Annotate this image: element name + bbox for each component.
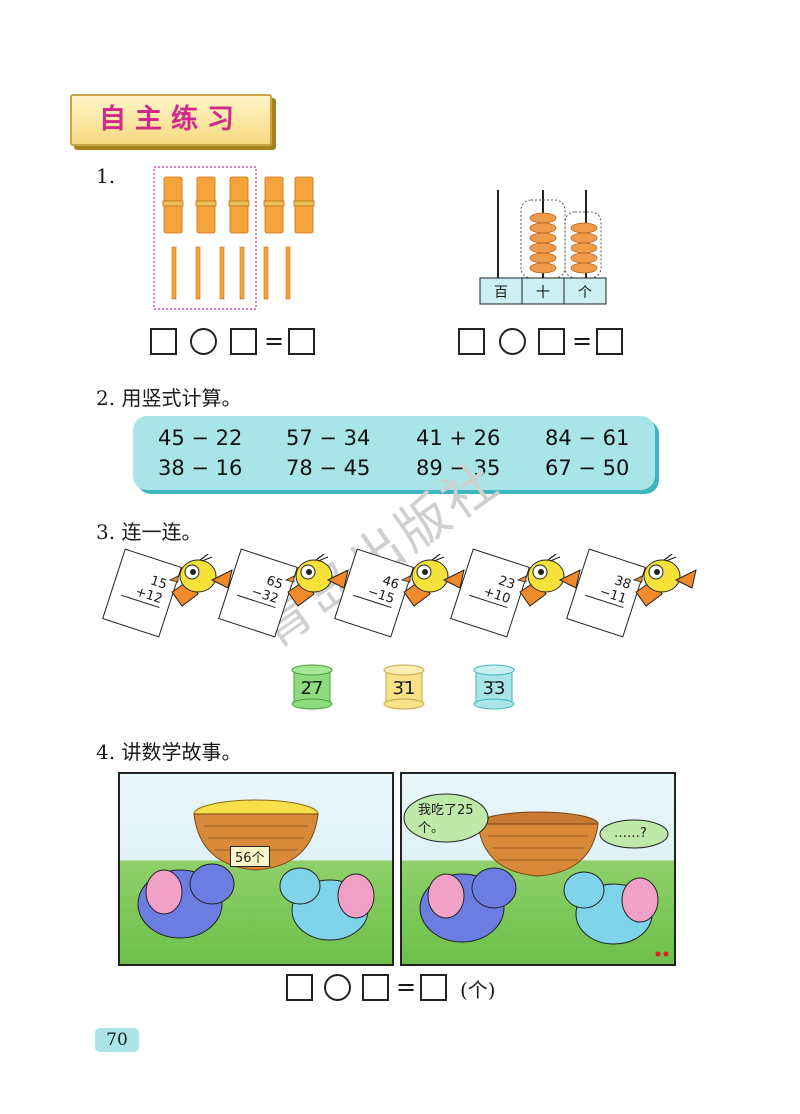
answer-box[interactable] <box>150 328 177 355</box>
operator-circle[interactable] <box>190 328 217 355</box>
answer-box[interactable] <box>286 974 313 1001</box>
answer-box[interactable] <box>420 974 447 1001</box>
equals-sign: = <box>572 327 593 355</box>
spool-value: 31 <box>392 678 416 699</box>
q4-title: 4. 讲数学故事。 <box>96 740 242 764</box>
answer-box[interactable] <box>230 328 257 355</box>
answer-box[interactable] <box>596 328 623 355</box>
abacus-labels: 百 十 个 <box>480 282 606 302</box>
question-bubble-text: ……? <box>614 826 647 841</box>
answer-spool[interactable]: 33 <box>470 662 518 710</box>
equals-sign: = <box>264 327 285 355</box>
expression: 78 − 45 <box>286 456 371 480</box>
answer-spool[interactable]: 31 <box>380 662 428 710</box>
section-banner: 自主练习 <box>70 94 272 146</box>
section-title: 自主练习 <box>99 104 243 135</box>
expression: 89 − 35 <box>416 456 501 480</box>
bundles <box>162 176 315 234</box>
answer-box[interactable] <box>458 328 485 355</box>
abacus-label-ones: 个 <box>578 285 592 301</box>
story-panel-left: 56个 <box>118 772 394 966</box>
single-sticks <box>171 246 291 300</box>
answer-box[interactable] <box>362 974 389 1001</box>
equals-sign: = <box>396 973 417 1001</box>
abacus-label-tens: 十 <box>536 285 550 301</box>
abacus-label-hundreds: 百 <box>494 285 508 301</box>
expression: 67 − 50 <box>545 456 630 480</box>
abacus-illustration <box>479 190 607 305</box>
expression: 84 − 61 <box>545 426 630 450</box>
answer-box[interactable] <box>538 328 565 355</box>
q2-title: 2. 用竖式计算。 <box>96 386 242 410</box>
expression: 45 − 22 <box>158 426 243 450</box>
q1-number: 1. <box>96 164 116 188</box>
speech-text: 我吃了25个 <box>418 803 474 836</box>
q3-title: 3. 连一连。 <box>96 520 202 544</box>
operator-circle[interactable] <box>499 328 526 355</box>
story-panel-right: 我吃了25个。 ……? <box>400 772 676 966</box>
speech-bubble-text: 我吃了25个。 <box>418 802 482 838</box>
calculation-box <box>133 416 655 490</box>
elephants-empty-basket <box>403 793 669 957</box>
unit-label: (个) <box>460 978 496 1002</box>
elephants-with-bananas <box>137 799 375 941</box>
spool-value: 33 <box>482 678 506 699</box>
operator-circle[interactable] <box>324 974 351 1001</box>
expression: 41 + 26 <box>416 426 501 450</box>
page-number: 70 <box>95 1028 139 1052</box>
answer-box[interactable] <box>288 328 315 355</box>
basket-label: 56个 <box>230 846 270 867</box>
expression: 38 − 16 <box>158 456 243 480</box>
answer-spool[interactable]: 27 <box>288 662 336 710</box>
expression: 57 − 34 <box>286 426 371 450</box>
speech-tail: 。 <box>431 821 445 836</box>
birds <box>169 554 697 607</box>
sticks-illustration <box>153 166 315 310</box>
spool-value: 27 <box>300 678 324 699</box>
